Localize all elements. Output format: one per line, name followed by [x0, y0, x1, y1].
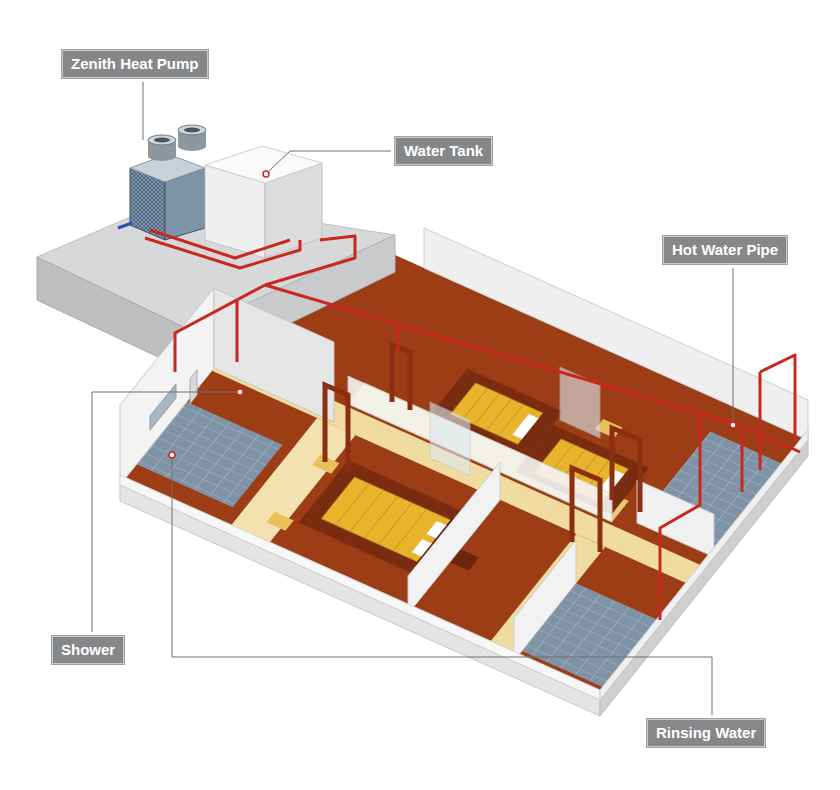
cold-water-pipe [118, 223, 132, 228]
floor-plan [120, 225, 808, 700]
label-text: Water Tank [404, 142, 483, 160]
callout-label: Water Tank [395, 137, 492, 165]
callout-label: Shower [52, 636, 124, 664]
callout-label: Zenith Heat Pump [62, 50, 208, 78]
leader-dots [169, 171, 736, 458]
callout-label: Rinsing Water [647, 719, 765, 747]
room-walls [120, 193, 808, 700]
label-text: Zenith Heat Pump [71, 55, 199, 73]
heat-pump [130, 125, 206, 240]
label-text: Shower [61, 641, 115, 659]
hot-water-pipes [145, 230, 800, 620]
label-text: Hot Water Pipe [672, 241, 778, 259]
water-tank [205, 146, 322, 258]
leader-lines [92, 82, 733, 715]
callout-label: Hot Water Pipe [663, 236, 787, 264]
door-frames [325, 345, 640, 552]
label-text: Rinsing Water [656, 724, 756, 742]
